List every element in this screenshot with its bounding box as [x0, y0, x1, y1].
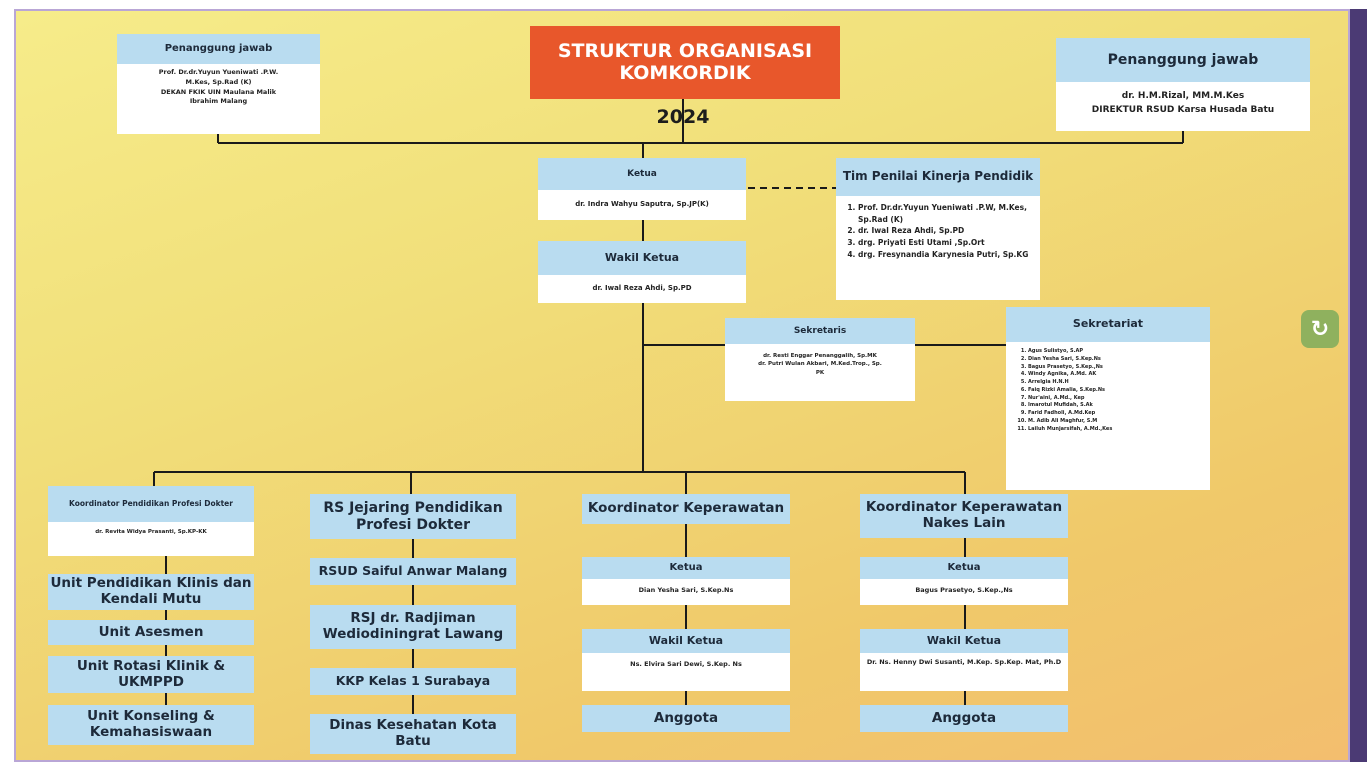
rsj-radjiman: RSJ dr. Radjiman Wediodiningrat Lawang — [310, 605, 516, 649]
col1-header: Koordinator Pendidikan Profesi Dokter — [48, 486, 254, 522]
koordinator-keperawatan-header: Koordinator Keperawatan — [582, 494, 790, 524]
kkp-kelas-1: KKP Kelas 1 Surabaya — [310, 668, 516, 695]
penanggung-left-line: Ibrahim Malang — [189, 97, 248, 106]
col4-wakil-name: Dr. Ns. Henny Dwi Susanti, M.Kep. Sp.Kep… — [860, 653, 1068, 691]
sekretariat-list: Agus Sulistyo, S.AP Dian Yesha Sari, S.K… — [1008, 344, 1208, 437]
col4-wakil-box: Wakil Ketua Dr. Ns. Henny Dwi Susanti, M… — [860, 629, 1068, 691]
sekretaris-line: dr. Putri Wulan Akbari, M.Ked.Trop., Sp. — [758, 361, 882, 368]
rs-jejaring-header: RS Jejaring Pendidikan Profesi Dokter — [310, 494, 516, 539]
col3-wakil-header: Wakil Ketua — [582, 629, 790, 653]
penanggung-right-body: dr. H.M.Rizal, MM.M.Kes DIREKTUR RSUD Ka… — [1056, 82, 1310, 131]
wakil-ketua-box: Wakil Ketua dr. Iwal Reza Ahdi, Sp.PD — [538, 241, 746, 303]
penanggung-right-line: DIREKTUR RSUD Karsa Husada Batu — [1091, 104, 1275, 115]
penanggung-right-line: dr. H.M.Rizal, MM.M.Kes — [1121, 91, 1245, 101]
chart-title: STRUKTUR ORGANISASI KOMKORDIK — [530, 26, 840, 99]
col4-ketua-header: Ketua — [860, 557, 1068, 579]
penanggung-left-body: Prof. Dr.dr.Yuyun Yueniwati .P.W. M.Kes,… — [117, 64, 320, 134]
col3-anggota: Anggota — [582, 705, 790, 732]
penanggung-jawab-right: Penanggung jawab dr. H.M.Rizal, MM.M.Kes… — [1056, 38, 1310, 131]
sekretaris-line: PK — [815, 369, 825, 376]
sekretariat-member: Arrelgia H.N.H — [1028, 379, 1202, 387]
penanggung-left-line: DEKAN FKIK UIN Maulana Malik — [160, 87, 277, 96]
col3-ketua-name: Dian Yesha Sari, S.Kep.Ns — [582, 579, 790, 605]
unit-pendidikan-klinis: Unit Pendidikan Klinis dan Kendali Mutu — [48, 574, 254, 610]
unit-rotasi-klinik: Unit Rotasi Klinik & UKMPPD — [48, 656, 254, 693]
sekretariat-member: Windy Agnika, A.Md. AK — [1028, 371, 1202, 379]
koordinator-nakes-lain-header: Koordinator Keperawatan Nakes Lain — [860, 494, 1068, 538]
sekretariat-member: Faiq Rizki Amalia, S.Kep.Ns — [1028, 387, 1202, 395]
koordinator-profesi-dokter-box: Koordinator Pendidikan Profesi Dokter dr… — [48, 486, 254, 556]
tim-penilai-list: Prof. Dr.dr.Yuyun Yueniwati .P.W, M.Kes,… — [838, 198, 1038, 264]
sekretaris-line: dr. Resti Enggar Penanggalih, Sp.MK — [763, 353, 877, 359]
sekretariat-member: Lailuh Munjarsifah, A.Md.,Kes — [1028, 426, 1202, 434]
col3-wakil-name: Ns. Elvira Sari Dewi, S.Kep. Ns — [582, 653, 790, 691]
penanggung-jawab-left: Penanggung jawab Prof. Dr.dr.Yuyun Yueni… — [117, 34, 320, 134]
title-line-1: STRUKTUR ORGANISASI — [557, 39, 813, 62]
unit-konseling: Unit Konseling & Kemahasiswaan — [48, 705, 254, 745]
dinas-kesehatan-batu: Dinas Kesehatan Kota Batu — [310, 714, 516, 754]
sekretariat-member: Nur'aini, A.Md., Kep — [1028, 395, 1202, 403]
chart-year: 2024 — [656, 106, 710, 128]
col3-wakil-box: Wakil Ketua Ns. Elvira Sari Dewi, S.Kep.… — [582, 629, 790, 691]
col4-anggota: Anggota — [860, 705, 1068, 732]
sekretaris-body: dr. Resti Enggar Penanggalih, Sp.MK dr. … — [725, 344, 915, 401]
sekretaris-header: Sekretaris — [725, 318, 915, 344]
sekretariat-member: Agus Sulistyo, S.AP — [1028, 348, 1202, 356]
col3-ketua-header: Ketua — [582, 557, 790, 579]
col4-wakil-header: Wakil Ketua — [860, 629, 1068, 653]
col4-ketua-name: Bagus Prasetyo, S.Kep.,Ns — [860, 579, 1068, 605]
sekretariat-body: Agus Sulistyo, S.AP Dian Yesha Sari, S.K… — [1006, 342, 1210, 490]
sekretariat-member: Bagus Prasetyo, S.Kep.,Ns — [1028, 364, 1202, 372]
tim-penilai-member: Prof. Dr.dr.Yuyun Yueniwati .P.W, M.Kes,… — [858, 202, 1032, 225]
ketua-box: Ketua dr. Indra Wahyu Saputra, Sp.JP(K) — [538, 158, 746, 220]
col3-ketua-box: Ketua Dian Yesha Sari, S.Kep.Ns — [582, 557, 790, 605]
col1-name: dr. Revita Widya Prasanti, Sp.KP-KK — [48, 522, 254, 556]
penanggung-left-line: Prof. Dr.dr.Yuyun Yueniwati .P.W. — [158, 68, 279, 76]
unit-asesmen: Unit Asesmen — [48, 620, 254, 645]
ketua-header: Ketua — [538, 158, 746, 190]
sync-icon[interactable]: ↻ — [1301, 310, 1339, 348]
penanggung-left-header: Penanggung jawab — [117, 34, 320, 64]
sekretariat-member: M. Adib Ali Maghfur, S.M — [1028, 418, 1202, 426]
tim-penilai-body: Prof. Dr.dr.Yuyun Yueniwati .P.W, M.Kes,… — [836, 196, 1040, 300]
tim-penilai-box: Tim Penilai Kinerja Pendidik Prof. Dr.dr… — [836, 158, 1040, 300]
tim-penilai-member: drg. Fresynandia Karynesia Putri, Sp.KG — [858, 249, 1032, 261]
rsud-saiful-anwar: RSUD Saiful Anwar Malang — [310, 558, 516, 585]
title-line-2: KOMKORDIK — [619, 61, 751, 84]
penanggung-right-header: Penanggung jawab — [1056, 38, 1310, 82]
sekretariat-member: Farid Fadholi, A.Md.Kep — [1028, 410, 1202, 418]
sekretaris-box: Sekretaris dr. Resti Enggar Penanggalih,… — [725, 318, 915, 401]
ketua-name: dr. Indra Wahyu Saputra, Sp.JP(K) — [538, 190, 746, 220]
wakil-ketua-header: Wakil Ketua — [538, 241, 746, 275]
sekretariat-member: Imarotul Mufidah, S.Ak — [1028, 402, 1202, 410]
sekretariat-header: Sekretariat — [1006, 307, 1210, 342]
sekretariat-member: Dian Yesha Sari, S.Kep.Ns — [1028, 356, 1202, 364]
tim-penilai-member: dr. Iwal Reza Ahdi, Sp.PD — [858, 225, 1032, 237]
window-side-strip — [1350, 9, 1367, 762]
wakil-ketua-name: dr. Iwal Reza Ahdi, Sp.PD — [538, 275, 746, 303]
tim-penilai-member: drg. Priyati Esti Utami ,Sp.Ort — [858, 237, 1032, 249]
sekretariat-box: Sekretariat Agus Sulistyo, S.AP Dian Yes… — [1006, 307, 1210, 490]
tim-penilai-header: Tim Penilai Kinerja Pendidik — [836, 158, 1040, 196]
col4-ketua-box: Ketua Bagus Prasetyo, S.Kep.,Ns — [860, 557, 1068, 605]
penanggung-left-line: M.Kes, Sp.Rad (K) — [185, 77, 252, 86]
